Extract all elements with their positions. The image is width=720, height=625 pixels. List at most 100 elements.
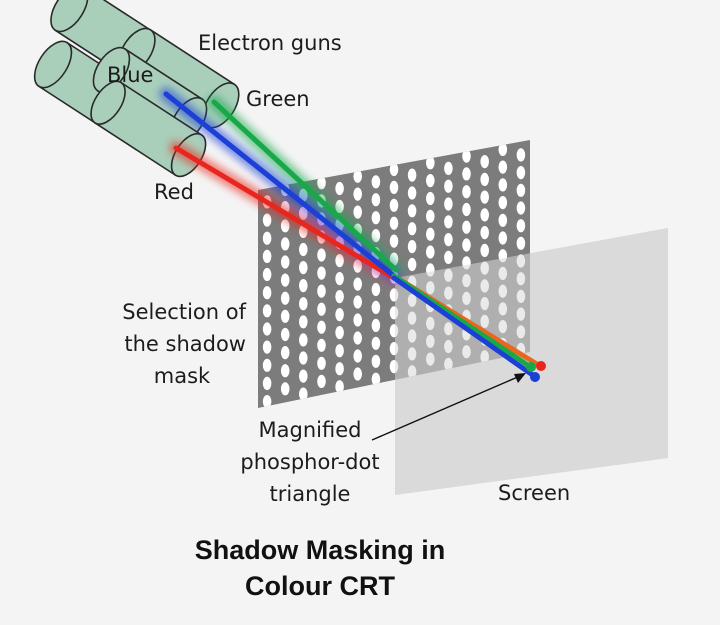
mask-hole [426,227,435,241]
mask-hole [389,162,399,177]
mask-hole [299,387,308,401]
mask-hole [516,236,526,250]
mask-hole [335,380,344,394]
mask-hole [407,204,417,218]
mask-hole [353,277,363,291]
mask-hole [407,168,417,182]
mask-hole [498,142,508,156]
mask-hole [407,240,417,254]
mask-hole [480,172,490,186]
mask-hole [262,213,272,227]
mask-hole [299,279,308,293]
mask-hole [299,297,308,311]
label-blue: Blue [107,63,153,87]
mask-hole [389,198,399,212]
mask-hole [480,243,490,257]
mask-hole [480,208,490,222]
mask-hole [299,369,308,383]
red-beam [173,145,397,281]
label-selection-line2: the shadow [124,332,246,356]
mask-hole [317,338,326,352]
mask-hole [353,349,363,363]
mask-hole [498,196,508,210]
mask-hole [317,320,326,334]
mask-hole [389,216,399,230]
mask-hole [317,356,326,370]
electron-beams [163,91,543,379]
mask-hole [280,346,290,360]
mask-hole [299,333,308,347]
mask-hole [371,193,381,207]
mask-hole [371,336,381,350]
mask-hole [371,354,381,368]
mask-hole [462,185,471,199]
mask-hole [262,340,272,354]
mask-hole [353,313,363,327]
mask-hole [516,148,526,162]
mask-hole [335,308,344,322]
mask-hole [426,209,435,223]
mask-hole [317,374,326,388]
mask-hole [389,180,399,194]
mask-hole [516,201,526,215]
mask-hole [335,254,344,268]
label-selection-line3: mask [154,364,211,388]
mask-hole [480,190,490,204]
mask-hole [371,282,381,297]
blue-beam-after-mask [391,275,537,379]
mask-hole [262,304,272,318]
mask-hole [353,187,363,201]
mask-hole [262,249,272,263]
mask-hole [262,358,272,372]
mask-hole [371,229,381,243]
mask-hole [280,273,290,287]
title-line1: Shadow Masking in [195,535,446,565]
blue-beam [163,91,397,279]
mask-hole [335,290,344,304]
green-beam [211,99,399,273]
label-red: Red [154,180,194,204]
mask-hole [516,219,526,233]
mask-hole [371,372,381,386]
mask-hole [335,344,344,358]
mask-hole [462,149,471,163]
mask-hole [335,362,344,376]
label-selection-line1: Selection of [122,300,246,324]
mask-hole [407,257,417,272]
title-line2: Colour CRT [245,571,395,601]
mask-hole [262,395,272,408]
mask-hole [516,183,526,197]
mask-hole [299,315,308,329]
label-green: Green [246,87,310,111]
mask-hole [262,286,272,300]
mask-hole [426,156,435,170]
mask-hole [444,250,453,264]
mask-hole [371,318,381,332]
mask-hole [407,186,417,200]
mask-hole [317,284,326,298]
phosphor-dot-blue [530,372,540,382]
mask-hole [353,169,363,183]
mask-hole [444,215,453,229]
mask-hole [480,226,490,240]
label-magnified-line3: triangle [270,482,351,506]
mask-hole [462,167,471,181]
mask-hole [444,233,453,247]
mask-hole [353,331,363,345]
mask-hole [317,302,326,316]
mask-hole [407,222,417,236]
mask-hole [498,178,508,192]
phosphor-dot-red [536,361,546,371]
phosphor-dot-green [526,362,536,372]
mask-hole [426,174,435,188]
mask-hole [280,237,290,251]
mask-hole [262,231,272,245]
mask-hole [498,160,508,174]
mask-hole [371,300,381,314]
mask-hole [280,364,290,378]
mask-hole [280,327,290,342]
mask-hole [353,205,363,219]
mask-hole [299,351,308,365]
